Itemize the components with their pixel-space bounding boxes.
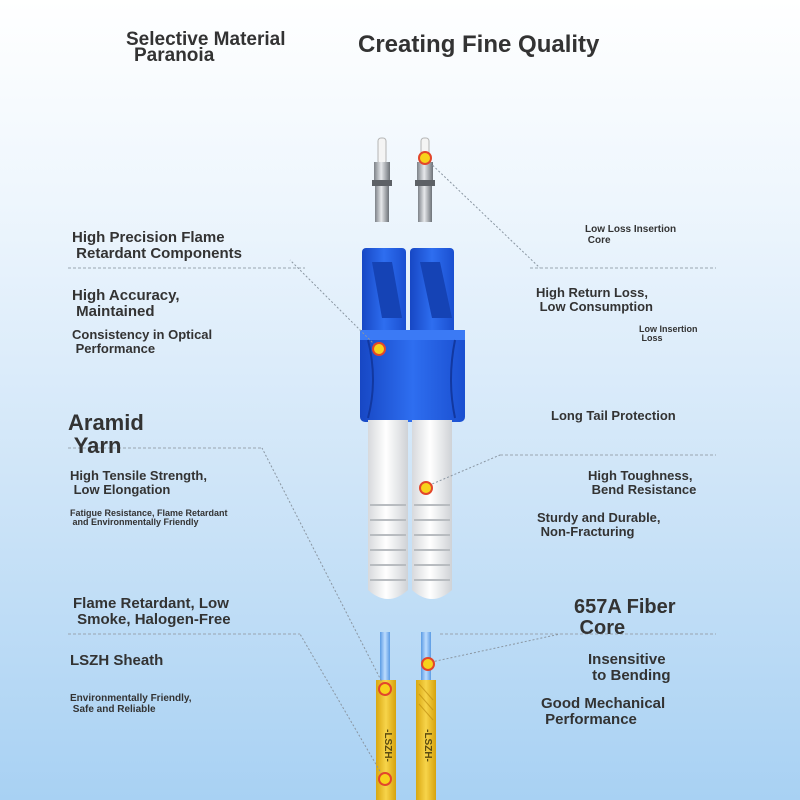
label-fiber-core: 657A Fiber Core xyxy=(574,596,676,639)
marker-boot xyxy=(419,481,433,495)
label-lszh-sheath: LSZH Sheath xyxy=(70,652,164,669)
label-tensile: High Tensile Strength, Low Elongation xyxy=(70,468,207,497)
label-consistency: Consistency in Optical Performance xyxy=(72,327,213,356)
label-mechanical: Good Mechanical Performance xyxy=(541,695,666,728)
header-left-line2: Paranoia xyxy=(134,45,215,66)
cable-print-left: -LSZH- xyxy=(381,729,393,762)
marker-housing xyxy=(372,342,386,356)
divider-lines xyxy=(68,267,716,635)
pointer-lines xyxy=(261,156,561,779)
label-low-insertion-loss: Low Insertion Loss xyxy=(639,324,698,344)
cable-left xyxy=(376,632,396,800)
marker-fiber xyxy=(421,657,435,671)
marker-aramid xyxy=(378,682,392,696)
label-toughness: High Toughness, Bend Resistance xyxy=(588,468,697,497)
label-high-return: High Return Loss, Low Consumption xyxy=(536,285,653,314)
marker-ferrule xyxy=(418,151,432,165)
boot-right xyxy=(412,420,452,599)
label-flame-low-smoke: Flame Retardant, Low Smoke, Halogen-Free xyxy=(73,595,231,628)
label-high-accuracy: High Accuracy, Maintained xyxy=(72,287,180,320)
header-left-line1: Selective Material xyxy=(126,29,286,50)
marker-sheath xyxy=(378,772,392,786)
label-long-tail: Long Tail Protection xyxy=(551,408,676,423)
label-high-precision: High Precision Flame Retardant Component… xyxy=(72,229,243,262)
page-title: Creating Fine Quality xyxy=(358,31,600,58)
label-fatigue: Fatigue Resistance, Flame Retardant and … xyxy=(70,508,228,528)
cable-print-right: -LSZH- xyxy=(421,729,433,762)
connector-housing xyxy=(360,248,465,422)
label-sturdy: Sturdy and Durable, Non-Fracturing xyxy=(537,510,661,539)
label-aramid-yarn: Aramid Yarn xyxy=(68,410,144,459)
boot-left xyxy=(368,420,408,599)
label-low-loss-core: Low Loss Insertion Core xyxy=(585,224,677,246)
ferrule-left xyxy=(372,137,392,222)
label-env-friendly: Environmentally Friendly, Safe and Relia… xyxy=(70,693,192,715)
label-insensitive: Insensitive to Bending xyxy=(588,651,671,684)
